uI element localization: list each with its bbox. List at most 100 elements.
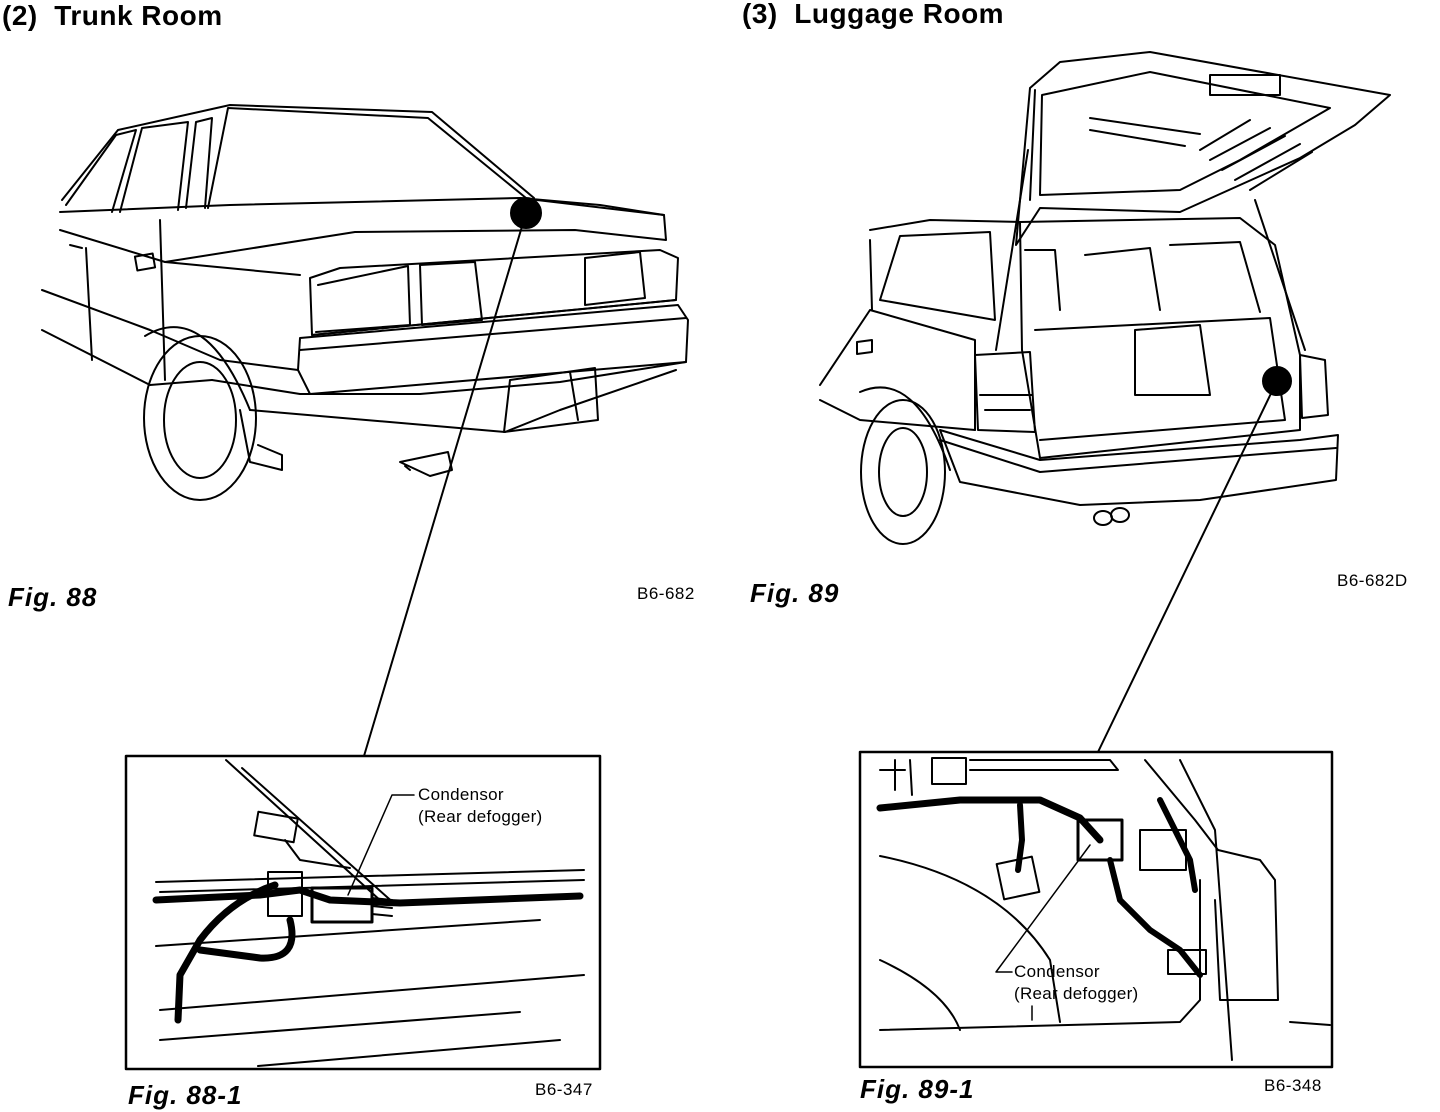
caption-fig89: Fig. 89 (750, 578, 840, 608)
detail89-connector-left (997, 857, 1040, 900)
heading-trunk-number: (2) (2, 0, 38, 31)
detail88-harness-branch (178, 885, 275, 1020)
sedan-plate-recess (570, 372, 578, 420)
heading-luggage-room: (3) Luggage Room (742, 0, 1004, 30)
wagon-side-sill (820, 400, 975, 430)
detail89-harness-right (1160, 800, 1195, 890)
detail88-callout-leader (348, 795, 414, 895)
caption-fig88: Fig. 88 (8, 582, 98, 612)
sedan-roof (62, 105, 534, 200)
detail88-harness (156, 890, 580, 903)
detail89-connector-center (1078, 820, 1122, 860)
wagon-taillight-left-lens (980, 395, 1032, 410)
wagon-cargo-floor (1035, 318, 1285, 440)
wagon-tailgate-strut-right (1255, 200, 1305, 350)
wagon-fuel-door (857, 340, 872, 354)
wagon-tailgate-strut-left (996, 150, 1028, 350)
sedan-exhaust (400, 452, 452, 476)
sedan-center-panel (420, 262, 482, 325)
detail-fig88-1 (126, 756, 600, 1069)
callout-fig89-1-line2: (Rear defogger) (1014, 984, 1139, 1003)
wagon-side-windows (870, 232, 995, 320)
sedan-beltline (60, 205, 300, 275)
sedan-taillight-right (585, 252, 645, 305)
heading-luggage-number: (3) (742, 0, 778, 29)
sedan-door-handle (70, 245, 82, 248)
detail88-panel-edge2 (160, 880, 584, 892)
detail89-harness-down (1110, 860, 1200, 975)
sedan-lower-body (212, 370, 676, 432)
detail89-callout-leader (996, 845, 1090, 972)
detail89-upper-clip (932, 758, 966, 784)
detail89-upper-trim (970, 760, 1118, 770)
detail89-lamp-panel (1180, 760, 1330, 1060)
wagon-tailgate-outline (1016, 52, 1390, 245)
detail89-connector-right (1140, 830, 1186, 870)
wagon-exhaust-right (1111, 508, 1129, 522)
detail89-upper-wires (880, 760, 912, 795)
leader-line-fig88 (364, 213, 526, 756)
wagon-tailgate-latch (1210, 75, 1280, 95)
sedan-rear-illustration (42, 105, 688, 500)
callout-condensor-fig88-1: Condensor (Rear defogger) (418, 784, 543, 828)
callout-fig89-1-line1: Condensor (1014, 962, 1100, 981)
heading-trunk-title: Trunk Room (54, 0, 223, 31)
sedan-door-line (86, 220, 165, 380)
detail88-connector-top (254, 812, 298, 843)
detail89-side-panel (1145, 760, 1278, 1000)
wagon-tailgate-slats (1090, 118, 1312, 190)
detail89-connector-lower (1168, 950, 1206, 974)
wagon-rear-illustration (820, 52, 1390, 544)
callout-condensor-fig89-1: Condensor (Rear defogger) (1014, 961, 1139, 1005)
caption-fig89-1: Fig. 89-1 (860, 1074, 975, 1104)
sedan-wheel-arch (145, 327, 250, 410)
wagon-exhaust-left (1094, 511, 1112, 525)
code-fig89: B6-682D (1337, 571, 1408, 590)
wagon-tailgate-inner (1030, 90, 1035, 200)
detail88-connector-wire (285, 840, 350, 868)
sedan-bumper (298, 305, 688, 394)
wagon-rear-seat (1025, 242, 1260, 312)
callout-fig88-1-line1: Condensor (418, 785, 504, 804)
wagon-taillight-left (975, 352, 1035, 432)
caption-fig88-1: Fig. 88-1 (128, 1080, 243, 1110)
wagon-side-panel (820, 310, 975, 430)
sedan-side-window-quarter (66, 130, 136, 212)
wagon-roof-side (870, 220, 1020, 230)
sedan-bumper-line (300, 318, 686, 394)
detail88-body-line-top2 (242, 768, 396, 905)
detail-fig89-1 (860, 752, 1332, 1067)
sedan-rear-window (208, 108, 526, 208)
detail89-harness-main (880, 800, 1100, 840)
detail88-condensor-wires (372, 898, 392, 916)
sedan-fuel-door (135, 254, 155, 271)
wagon-wheel-inner (879, 428, 927, 516)
detail88-condensor (312, 888, 372, 922)
code-fig88: B6-682 (637, 584, 695, 603)
wagon-tailgate-glass (1040, 72, 1330, 195)
sedan-side-sill (42, 330, 212, 385)
detail-fig89-1-frame (860, 752, 1332, 1067)
heading-luggage-title: Luggage Room (794, 0, 1005, 29)
heading-trunk-room: (2) Trunk Room (2, 0, 223, 32)
detail89-wheelhouse (880, 856, 1060, 1030)
wagon-bumper (940, 430, 1338, 505)
sedan-side-window-rear (186, 118, 212, 208)
detail88-connector-main (268, 872, 302, 916)
sedan-mudflap (240, 410, 282, 470)
wagon-wheel (861, 400, 945, 544)
sedan-trunk-lid (165, 198, 666, 262)
sedan-license-plate (504, 368, 598, 432)
detail88-panel-edge (156, 870, 584, 882)
detail-fig88-1-frame (126, 756, 600, 1069)
sedan-wheel (144, 336, 256, 500)
sedan-wheel-inner (164, 362, 236, 478)
code-fig89-1: B6-348 (1264, 1076, 1322, 1095)
sedan-side-window-front (120, 122, 188, 212)
wagon-cargo-sidewall (1135, 325, 1210, 395)
wagon-taillight-right (1300, 355, 1328, 418)
sedan-side-panel (42, 290, 298, 370)
detail88-floor-line (156, 920, 584, 1066)
detail88-harness-branch2 (200, 920, 292, 958)
